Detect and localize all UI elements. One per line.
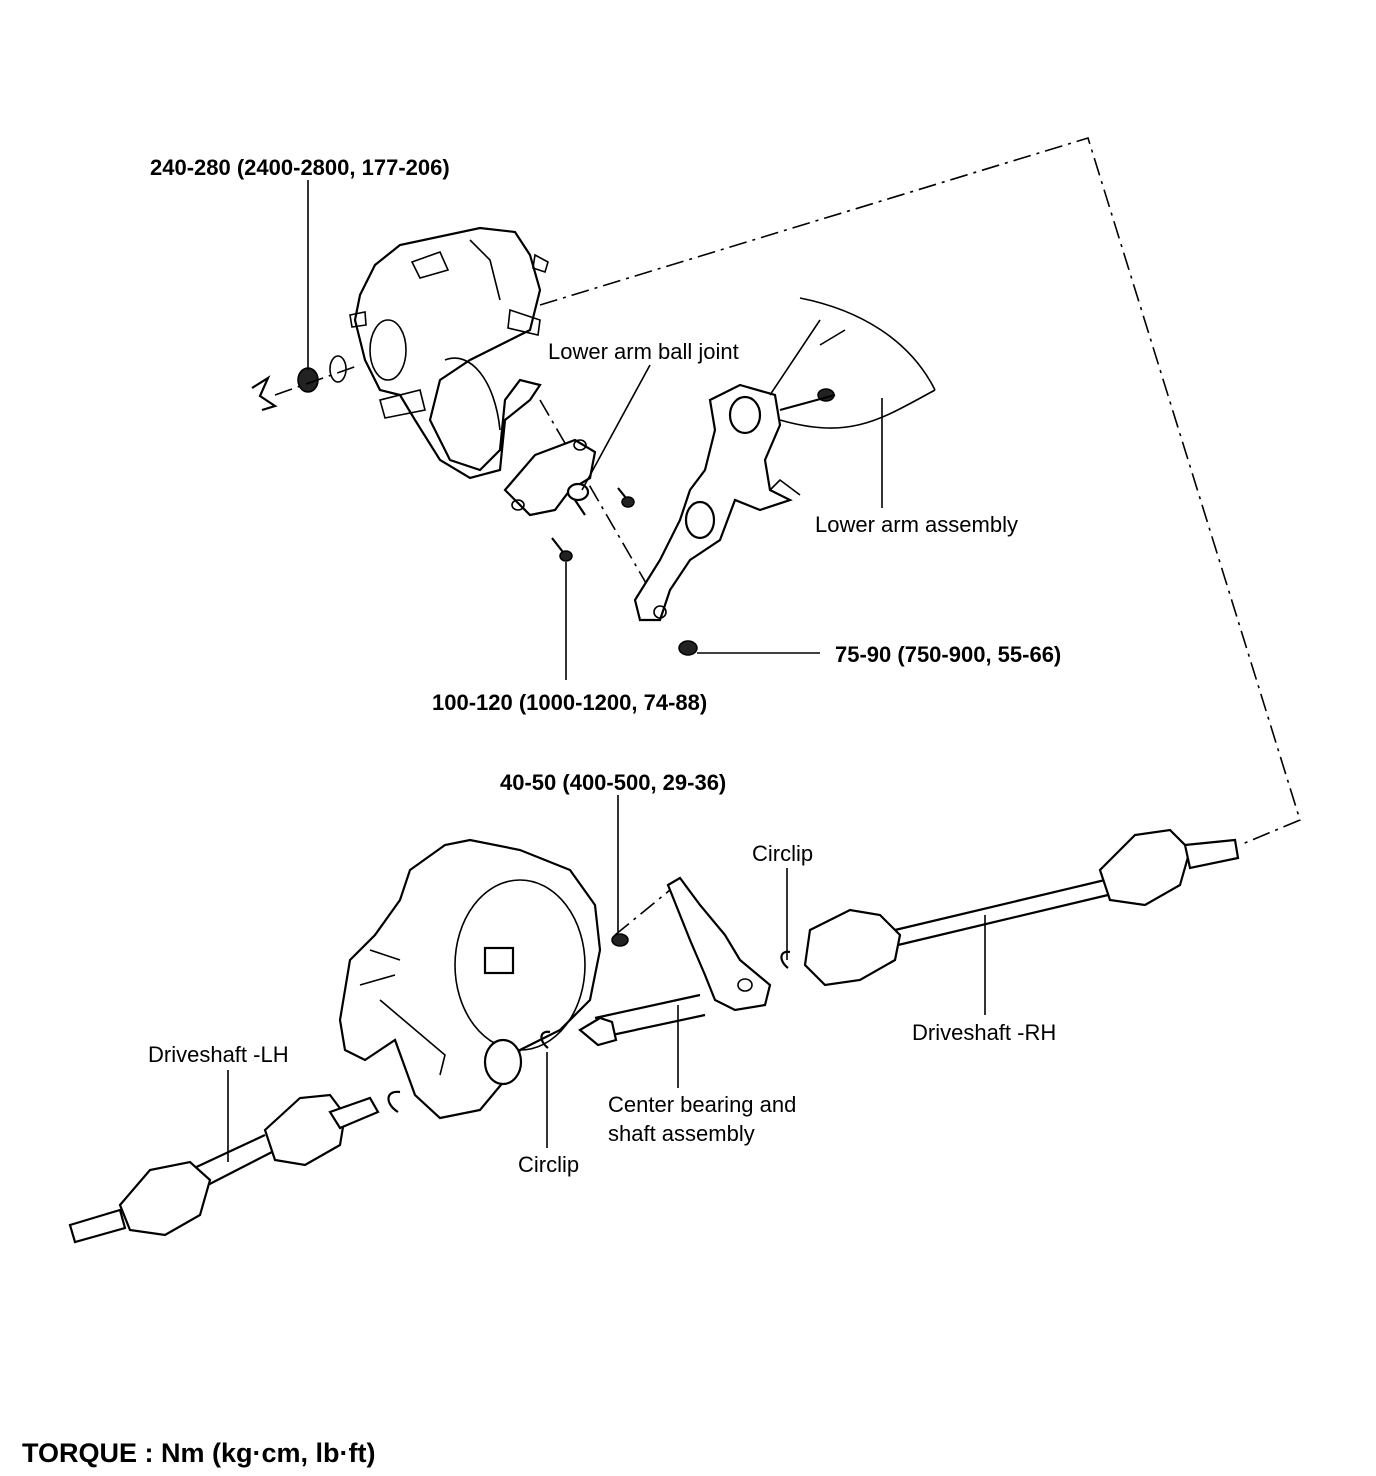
label-driveshaft-lh: Driveshaft -LH xyxy=(148,1042,289,1067)
label-driveshaft-rh: Driveshaft -RH xyxy=(912,1020,1057,1045)
lower-arm xyxy=(633,297,936,622)
driveshaft-lh xyxy=(68,1093,380,1244)
leader-ball-joint xyxy=(581,364,651,491)
label-lower-arm-ball-joint: Lower arm ball joint xyxy=(548,339,739,364)
ball-joint xyxy=(503,438,597,517)
torque-label-center-bearing-bolt: 40-50 (400-500, 29-36) xyxy=(500,770,727,795)
assembly-line-bearing-to-bracket xyxy=(614,889,671,936)
label-lower-arm-assembly: Lower arm assembly xyxy=(815,512,1018,537)
torque-label-lower-arm-nut: 75-90 (750-900, 55-66) xyxy=(835,642,1062,667)
label-center-bearing-line2: shaft assembly xyxy=(608,1121,755,1146)
knuckle-nut xyxy=(251,355,361,412)
steering-knuckle xyxy=(349,226,549,480)
torque-unit-footer: TORQUE : Nm (kg·cm, lb·ft) xyxy=(22,1438,376,1468)
circlip-lh-shape xyxy=(387,1090,401,1113)
label-circlip-center: Circlip xyxy=(518,1152,580,1177)
transaxle xyxy=(338,838,602,1120)
center-bearing-shaft xyxy=(578,876,772,1047)
ball-joint-bolts xyxy=(551,487,635,562)
torque-label-ball-joint-bolt: 100-120 (1000-1200, 74-88) xyxy=(432,690,708,715)
circlip-center-shape xyxy=(540,1030,551,1049)
label-center-bearing-line1: Center bearing and xyxy=(608,1092,797,1117)
label-circlip-rh: Circlip xyxy=(752,841,814,866)
assembly-line-knuckle-to-driveshaft xyxy=(539,137,1301,846)
circlip-rh-shape xyxy=(780,950,791,969)
lower-arm-nut xyxy=(678,640,698,656)
driveshaft-rh xyxy=(803,828,1240,987)
assembly-line-balljoint-to-arm xyxy=(539,399,651,591)
torque-label-knuckle-nut: 240-280 (2400-2800, 177-206) xyxy=(150,155,450,180)
